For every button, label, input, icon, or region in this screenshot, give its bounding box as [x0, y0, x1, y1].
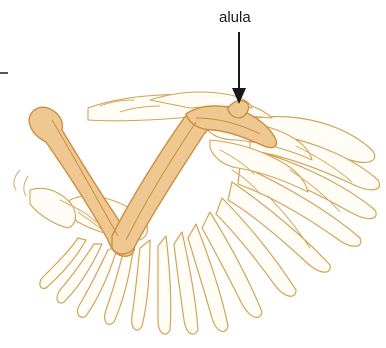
- alula-label: alula: [219, 9, 251, 26]
